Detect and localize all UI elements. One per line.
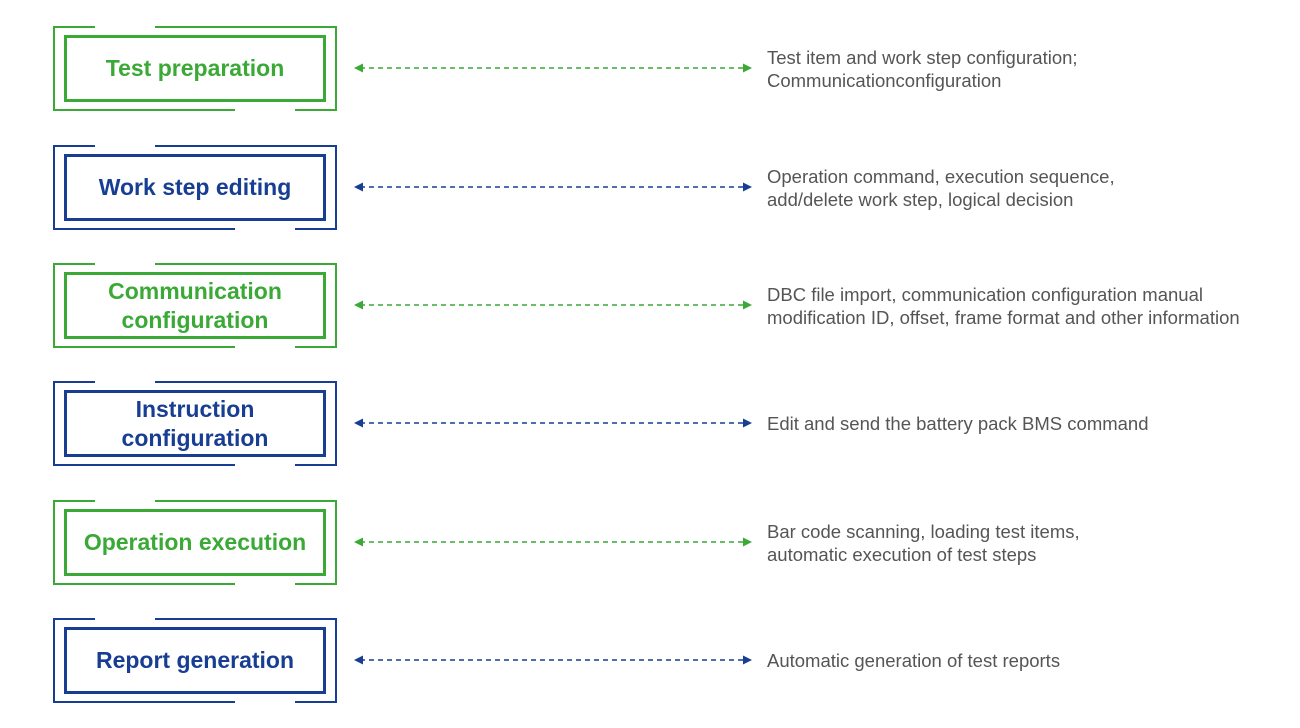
step-label: Instruction configuration bbox=[122, 395, 269, 453]
arrow-left-icon bbox=[354, 418, 363, 428]
description-line: modification ID, offset, frame format an… bbox=[767, 307, 1240, 328]
arrow-left-icon bbox=[354, 182, 363, 192]
arrow-right-icon bbox=[743, 537, 752, 547]
step-outer-frame bbox=[53, 500, 337, 585]
step-row-work-step-editing: Work step editing Operation command, exe… bbox=[0, 145, 1300, 230]
step-label: Work step editing bbox=[99, 173, 292, 202]
step-outer-frame bbox=[53, 145, 337, 230]
arrow-right-icon bbox=[743, 655, 752, 665]
arrow-left-icon bbox=[354, 63, 363, 73]
step-box-operation-execution: Operation execution bbox=[64, 509, 326, 576]
step-description: Operation command, execution sequence, a… bbox=[767, 165, 1287, 211]
description-line: Test item and work step configuration; bbox=[767, 47, 1078, 68]
description-line: Communicationconfiguration bbox=[767, 70, 1002, 91]
double-arrow-connector bbox=[354, 182, 752, 192]
double-arrow-connector bbox=[354, 655, 752, 665]
step-label-line: Test preparation bbox=[105, 55, 285, 81]
step-row-instruction-configuration: Instruction configuration Edit and send … bbox=[0, 381, 1300, 466]
step-description: Automatic generation of test reports bbox=[767, 649, 1287, 672]
step-box-report-generation: Report generation bbox=[64, 627, 326, 694]
step-outer-frame bbox=[53, 263, 337, 348]
arrow-right-icon bbox=[743, 418, 752, 428]
step-description: Bar code scanning, loading test items, a… bbox=[767, 520, 1287, 566]
step-description: Test item and work step configuration; C… bbox=[767, 46, 1287, 92]
step-label-line: Operation execution bbox=[83, 529, 307, 555]
step-label-line: Report generation bbox=[95, 647, 295, 673]
step-label-line: Work step editing bbox=[98, 174, 292, 200]
arrow-right-icon bbox=[743, 300, 752, 310]
step-description: Edit and send the battery pack BMS comma… bbox=[767, 412, 1287, 435]
step-label-line: Communication bbox=[108, 277, 282, 304]
step-box-communication-configuration: Communication configuration bbox=[64, 272, 326, 339]
double-arrow-connector bbox=[354, 418, 752, 428]
double-arrow-connector bbox=[354, 537, 752, 547]
arrow-right-icon bbox=[743, 63, 752, 73]
step-label-line: configuration bbox=[121, 424, 269, 451]
description-line: Automatic generation of test reports bbox=[767, 650, 1061, 671]
step-row-operation-execution: Operation execution Bar code scanning, l… bbox=[0, 500, 1300, 585]
step-outer-frame bbox=[53, 26, 337, 111]
arrow-left-icon bbox=[354, 300, 363, 310]
description-line: DBC file import, communication configura… bbox=[767, 284, 1203, 305]
step-box-work-step-editing: Work step editing bbox=[64, 154, 326, 221]
step-description: DBC file import, communication configura… bbox=[767, 283, 1287, 329]
arrow-left-icon bbox=[354, 537, 363, 547]
step-label: Report generation bbox=[96, 646, 294, 675]
step-outer-frame bbox=[53, 381, 337, 466]
step-label-line: configuration bbox=[121, 306, 269, 333]
double-arrow-connector bbox=[354, 63, 752, 73]
step-label: Communication configuration bbox=[108, 277, 282, 335]
description-line: Operation command, execution sequence, bbox=[767, 166, 1115, 187]
step-row-report-generation: Report generation Automatic generation o… bbox=[0, 618, 1300, 703]
step-outer-frame bbox=[53, 618, 337, 703]
double-arrow-connector bbox=[354, 300, 752, 310]
step-row-test-preparation: Test preparation Test item and work step… bbox=[0, 26, 1300, 111]
step-box-test-preparation: Test preparation bbox=[64, 35, 326, 102]
description-line: automatic execution of test steps bbox=[767, 544, 1037, 565]
description-line: add/delete work step, logical decision bbox=[767, 189, 1074, 210]
step-label: Operation execution bbox=[84, 528, 306, 557]
step-label: Test preparation bbox=[106, 54, 285, 83]
step-box-instruction-configuration: Instruction configuration bbox=[64, 390, 326, 457]
description-line: Bar code scanning, loading test items, bbox=[767, 521, 1080, 542]
step-label-line: Instruction bbox=[135, 395, 255, 422]
step-row-communication-configuration: Communication configuration DBC file imp… bbox=[0, 263, 1300, 348]
description-line: Edit and send the battery pack BMS comma… bbox=[767, 413, 1149, 434]
arrow-right-icon bbox=[743, 182, 752, 192]
arrow-left-icon bbox=[354, 655, 363, 665]
